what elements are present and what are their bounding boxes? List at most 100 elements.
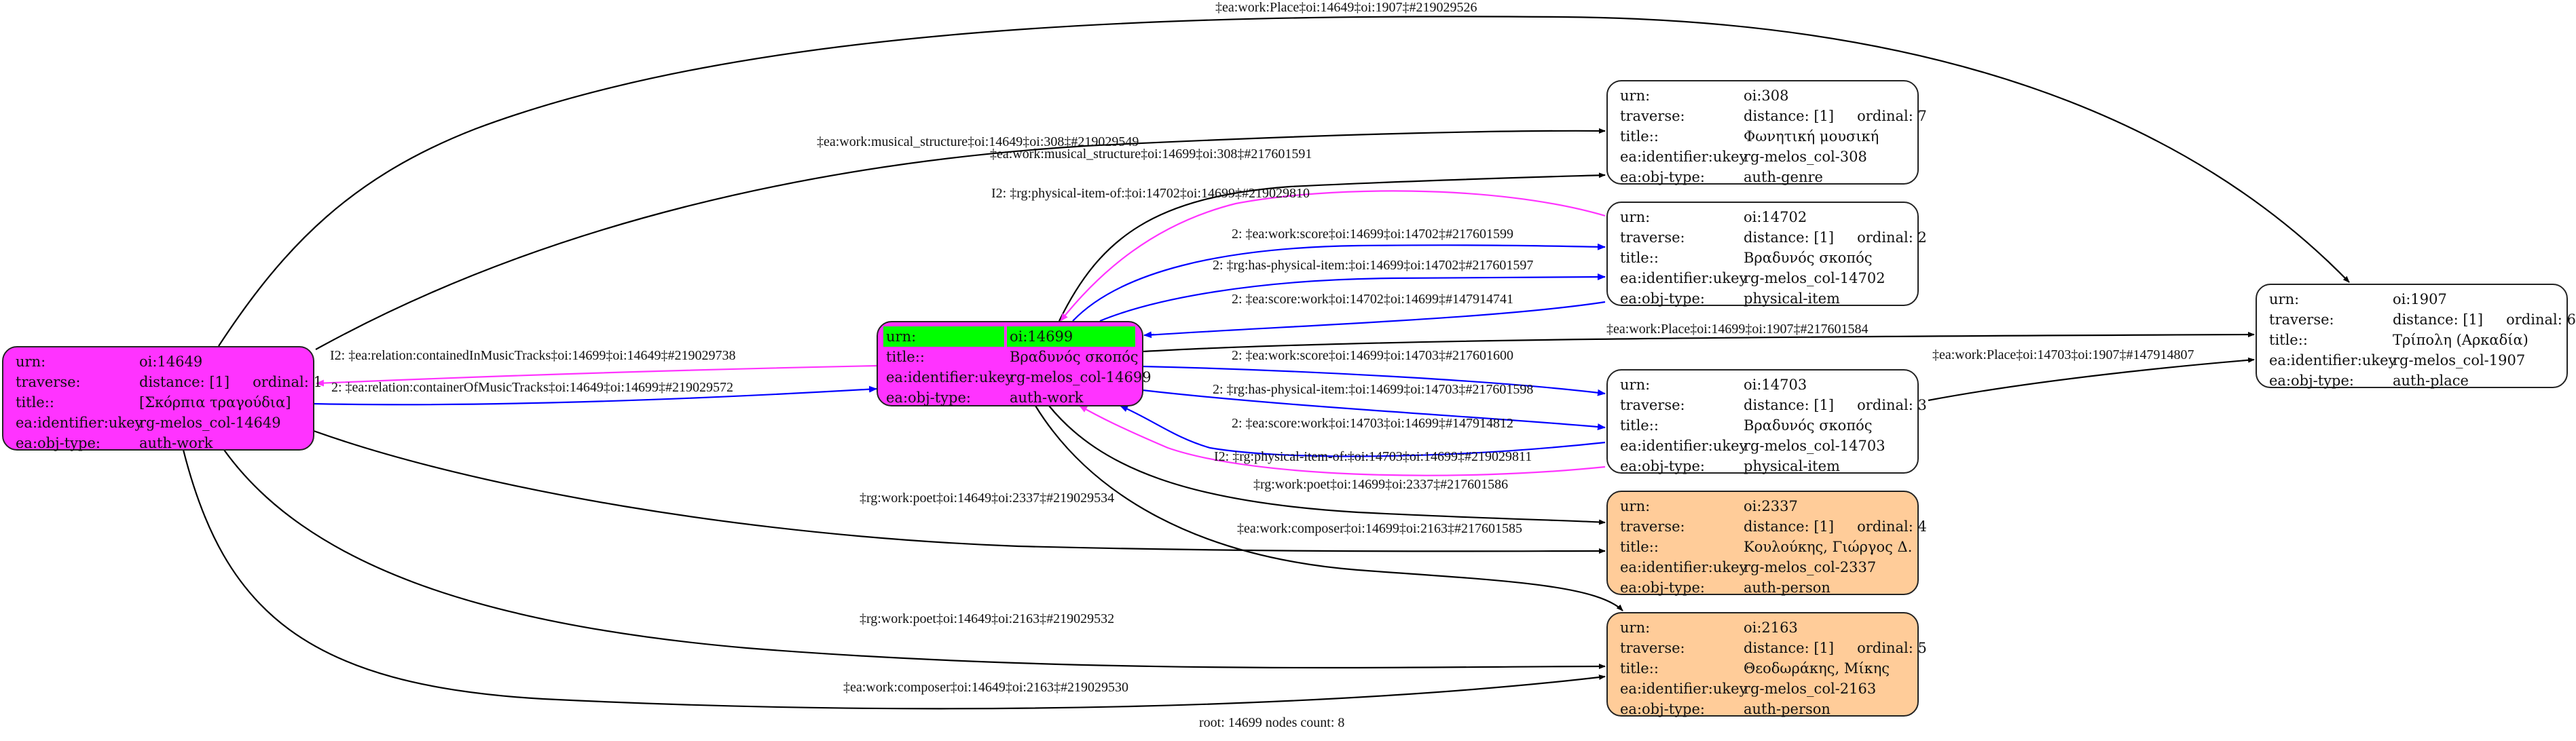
- field-obj-type: ea:obj-type:physical-item: [1617, 456, 1911, 476]
- field-traverse: traverse:distance: [1]ordinal: 3: [1620, 397, 1927, 413]
- edge-e12: [1142, 365, 1606, 396]
- field-obj-type: ea:obj-type:auth-person: [1617, 699, 1911, 719]
- edge-label-e19: ‡rg:work:poet‡oi:14649‡oi:2163‡#21902953…: [860, 611, 1115, 626]
- edge-label-e18: ‡rg:work:poet‡oi:14649‡oi:2337‡#21902953…: [860, 491, 1115, 506]
- field-title: title::Φωνητική μουσική: [1617, 126, 1911, 147]
- title-value: Θεοδωράκης, Μίκης: [1744, 660, 1890, 677]
- ukey-value: rg-melos_col-2337: [1744, 559, 1877, 575]
- edge-label-e9: 2: ‡ea:relation:containerOfMusicTracks‡o…: [331, 380, 733, 395]
- ordinal-value: ordinal: 3: [1857, 397, 1927, 413]
- edge-e16: [1048, 405, 1606, 525]
- field-urn: urn:oi:308: [1617, 86, 1911, 106]
- distance-value: distance: [1]: [1744, 397, 1835, 413]
- field-obj-type: ea:obj-type:auth-work: [13, 433, 306, 453]
- edge-e1: [218, 16, 2350, 347]
- obj-type-value: auth-person: [1744, 580, 1830, 596]
- title-value: Φωνητική μουσική: [1744, 128, 1879, 145]
- edge-e11: [1928, 357, 2255, 402]
- edge-e3: [1059, 172, 1606, 322]
- edge-e5: [1072, 243, 1606, 322]
- field-traverse: traverse:distance: [1]ordinal: 6: [2269, 311, 2576, 328]
- field-title: title::Βραδυνός σκοπός: [883, 347, 1139, 367]
- field-traverse: traverse:distance: [1]ordinal: 2: [1620, 229, 1927, 246]
- distance-value: distance: [1]: [1744, 229, 1835, 246]
- node-oi-14703[interactable]: urn:oi:14703 traverse:distance: [1]ordin…: [1606, 369, 1927, 476]
- title-value: Κουλούκης, Γιώργος Δ.: [1744, 539, 1913, 555]
- node-oi-2163[interactable]: urn:oi:2163 traverse:distance: [1]ordina…: [1606, 612, 1927, 719]
- field-obj-type: ea:obj-type:auth-person: [1617, 577, 1911, 598]
- edge-e15: [1079, 405, 1606, 476]
- edge-e7: [1147, 301, 1606, 337]
- distance-value: distance: [1]: [139, 374, 230, 390]
- node-oi-1907[interactable]: urn:oi:1907 traverse:distance: [1]ordina…: [2256, 284, 2576, 391]
- field-obj-type: ea:obj-type:physical-item: [1617, 288, 1911, 309]
- title-value: Βραδυνός σκοπός: [1744, 417, 1873, 434]
- ukey-value: rg-melos_col-14699: [1010, 369, 1152, 385]
- title-value: Βραδυνός σκοπός: [1744, 250, 1873, 266]
- urn-value: oi:14649: [139, 354, 203, 370]
- ukey-value: rg-melos_col-2163: [1744, 681, 1877, 697]
- edge-e18: [313, 430, 1606, 554]
- edge-label-e14: 2: ‡ea:score:work‡oi:14703‡oi:14699‡#147…: [1232, 416, 1513, 431]
- node-oi-14702[interactable]: urn:oi:14702 traverse:distance: [1]ordin…: [1606, 202, 1927, 309]
- edge-label-e11: ‡ea:work:Place‡oi:14703‡oi:1907‡#1479148…: [1932, 347, 2194, 362]
- urn-value: oi:14699: [1007, 326, 1135, 347]
- edge-label-e4: I2: ‡rg:physical-item-of:‡oi:14702‡oi:14…: [991, 186, 1310, 201]
- field-urn: urn:oi:2337: [1617, 496, 1911, 516]
- field-traverse: traverse:distance: [1]ordinal: 4: [1620, 518, 1927, 535]
- title-value: Βραδυνός σκοπός: [1010, 349, 1139, 365]
- edge-e9: [313, 385, 877, 406]
- field-urn: urn:oi:14703: [1617, 375, 1911, 395]
- node-oi-308[interactable]: urn:oi:308 traverse:distance: [1]ordinal…: [1606, 80, 1927, 185]
- distance-value: distance: [1]: [1744, 518, 1835, 535]
- node-oi-2337[interactable]: urn:oi:2337 traverse:distance: [1]ordina…: [1606, 491, 1927, 598]
- field-traverse: traverse:distance: [1]ordinal: 7: [1620, 108, 1927, 124]
- edge-e14: [1120, 404, 1606, 457]
- ordinal-value: ordinal: 6: [2506, 311, 2576, 328]
- obj-type-value: physical-item: [1744, 458, 1840, 474]
- ukey-value: rg-melos_col-14703: [1744, 438, 1885, 454]
- field-urn: urn:oi:2163: [1617, 618, 1911, 638]
- field-title: title::Βραδυνός σκοπός: [1617, 248, 1911, 268]
- urn-value: oi:14703: [1744, 377, 1807, 393]
- edge-e2: [315, 128, 1606, 350]
- urn-value: oi:14702: [1744, 209, 1807, 225]
- obj-type-value: physical-item: [1744, 290, 1840, 307]
- field-urn: urn:oi:14649: [13, 352, 306, 372]
- field-traverse: traverse:distance: [1]ordinal: 5: [1620, 640, 1927, 656]
- field-title: title::[Σκόρπια τραγούδια]: [13, 392, 306, 413]
- ukey-value: rg-melos_col-14702: [1744, 270, 1885, 286]
- edge-label-e13: 2: ‡rg:has-physical-item:‡oi:14699‡oi:14…: [1213, 382, 1534, 397]
- field-obj-type: ea:obj-type:auth-place: [2266, 370, 2560, 391]
- edge-label-e15: I2: ‡rg:physical-item-of:‡oi:14703‡oi:14…: [1214, 449, 1532, 464]
- ordinal-value: ordinal: 1: [253, 374, 323, 390]
- edge-e10: [1142, 332, 2255, 353]
- obj-type-value: auth-work: [1010, 390, 1084, 406]
- ordinal-value: ordinal: 4: [1857, 518, 1927, 535]
- field-traverse: traverse:distance: [1]ordinal: 1: [16, 374, 323, 390]
- edge-e20: [182, 449, 1606, 710]
- distance-value: distance: [1]: [2393, 311, 2484, 328]
- ukey-value: rg-melos_col-308: [1744, 149, 1867, 165]
- edge-e13: [1142, 389, 1606, 430]
- field-title: title::Κουλούκης, Γιώργος Δ.: [1617, 537, 1913, 557]
- edge-label-e8: I2: ‡ea:relation:containedInMusicTracks‡…: [330, 348, 736, 363]
- urn-value: oi:1907: [2393, 291, 2447, 307]
- node-oi-14649[interactable]: urn:oi:14649 traverse:distance: [1]ordin…: [2, 346, 323, 453]
- distance-value: distance: [1]: [1744, 640, 1835, 656]
- node-oi-14699-root[interactable]: urn:oi:14699 title::Βραδυνός σκοπός ea:i…: [877, 321, 1152, 406]
- title-value: Τρίπολη (Αρκαδία): [2393, 332, 2528, 348]
- ordinal-value: ordinal: 2: [1857, 229, 1927, 246]
- ordinal-value: ordinal: 5: [1857, 640, 1927, 656]
- ordinal-value: ordinal: 7: [1857, 108, 1927, 124]
- obj-type-value: auth-genre: [1744, 169, 1823, 185]
- edge-label-e12: 2: ‡ea:work:score‡oi:14699‡oi:14703‡#217…: [1232, 348, 1513, 363]
- edge-label-e17: ‡ea:work:composer‡oi:14699‡oi:2163‡#2176…: [1237, 521, 1522, 536]
